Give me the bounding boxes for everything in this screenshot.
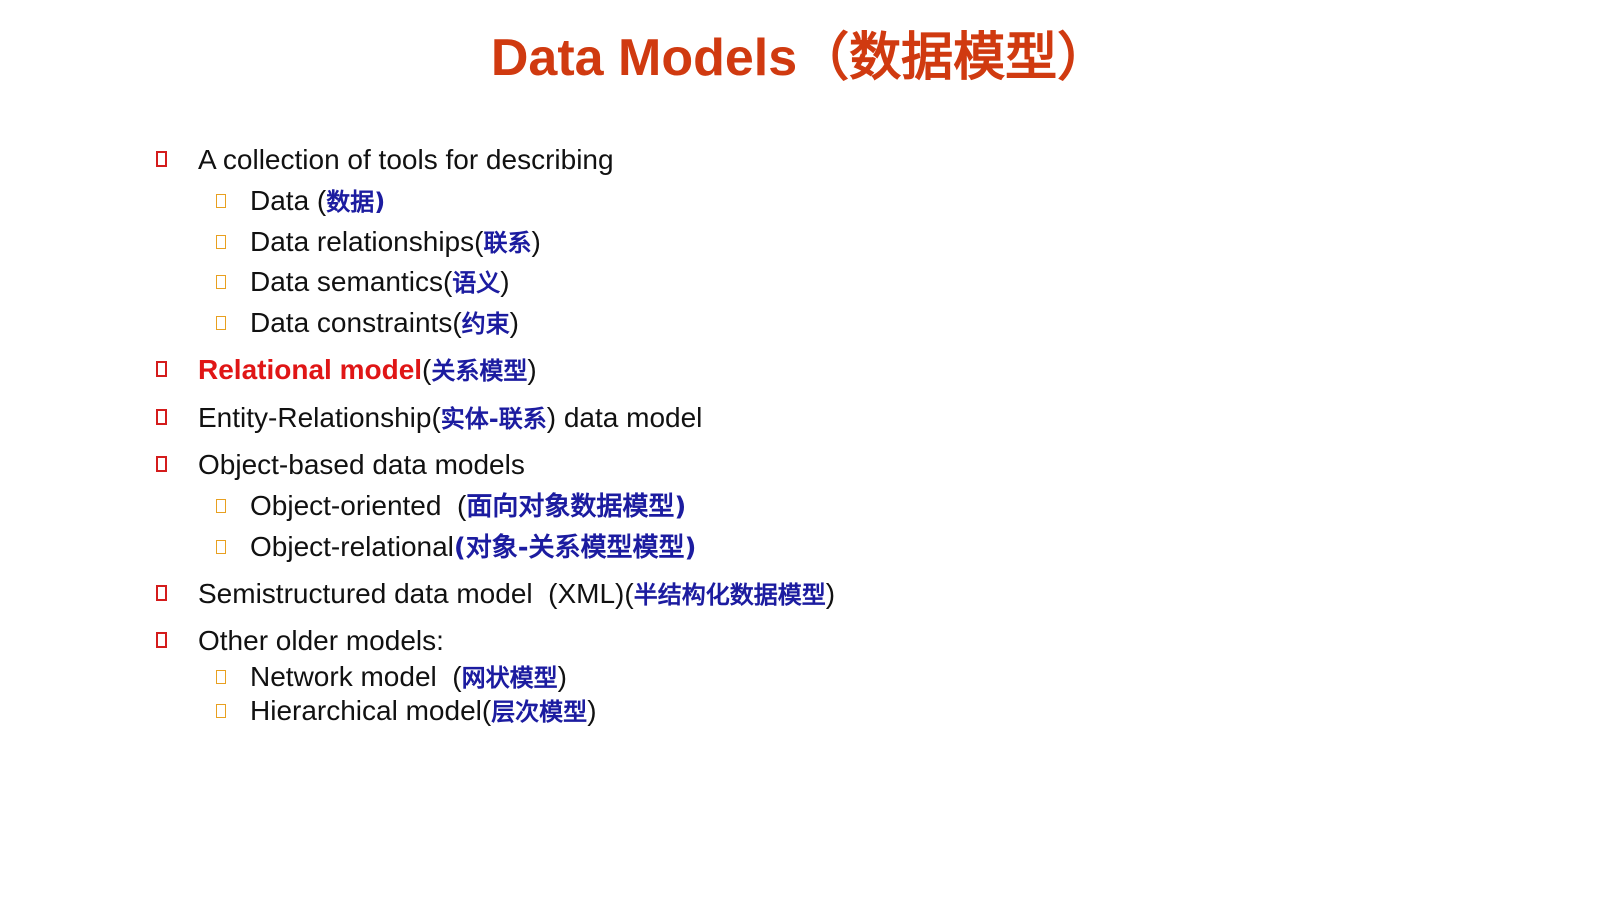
bullet-text: Hierarchical model(层次模型): [250, 695, 597, 726]
square-bullet-icon: [216, 316, 226, 330]
square-bullet-icon: [216, 235, 226, 249]
bullet-text: Network model (网状模型): [250, 661, 567, 692]
bullet-text: Data relationships(联系): [250, 226, 541, 257]
bullet-text: Data semantics(语义): [250, 266, 510, 297]
square-bullet-icon: [156, 456, 167, 472]
bullet-text: Data constraints(约束): [250, 307, 519, 338]
square-bullet-icon: [156, 409, 167, 425]
bullet-text: Semistructured data model (XML)(半结构化数据模型…: [198, 578, 836, 609]
square-bullet-icon: [216, 670, 226, 684]
square-bullet-icon: [216, 194, 226, 208]
square-bullet-icon: [156, 151, 167, 167]
bullet-text: Object-based data models: [198, 449, 525, 480]
square-bullet-icon: [216, 499, 226, 513]
square-bullet-icon: [156, 585, 167, 601]
bullet-text: Entity-Relationship(实体-联系) data model: [198, 402, 703, 433]
square-bullet-icon: [216, 275, 226, 289]
square-bullet-icon: [156, 361, 167, 377]
bullet-text: Other older models:: [198, 625, 444, 656]
bullet-text: Object-relational(对象-关系模型模型): [250, 531, 697, 563]
bullet-text: Data (数据): [250, 185, 386, 216]
bullet-text: Relational model(关系模型): [198, 354, 537, 385]
square-bullet-icon: [156, 632, 167, 648]
bullet-text: A collection of tools for describing: [198, 144, 614, 175]
square-bullet-icon: [216, 704, 226, 718]
square-bullet-icon: [216, 540, 226, 554]
slide-title: Data Models（数据模型）: [490, 29, 1110, 87]
bullet-text: Object-oriented (面向对象数据模型): [250, 490, 687, 522]
